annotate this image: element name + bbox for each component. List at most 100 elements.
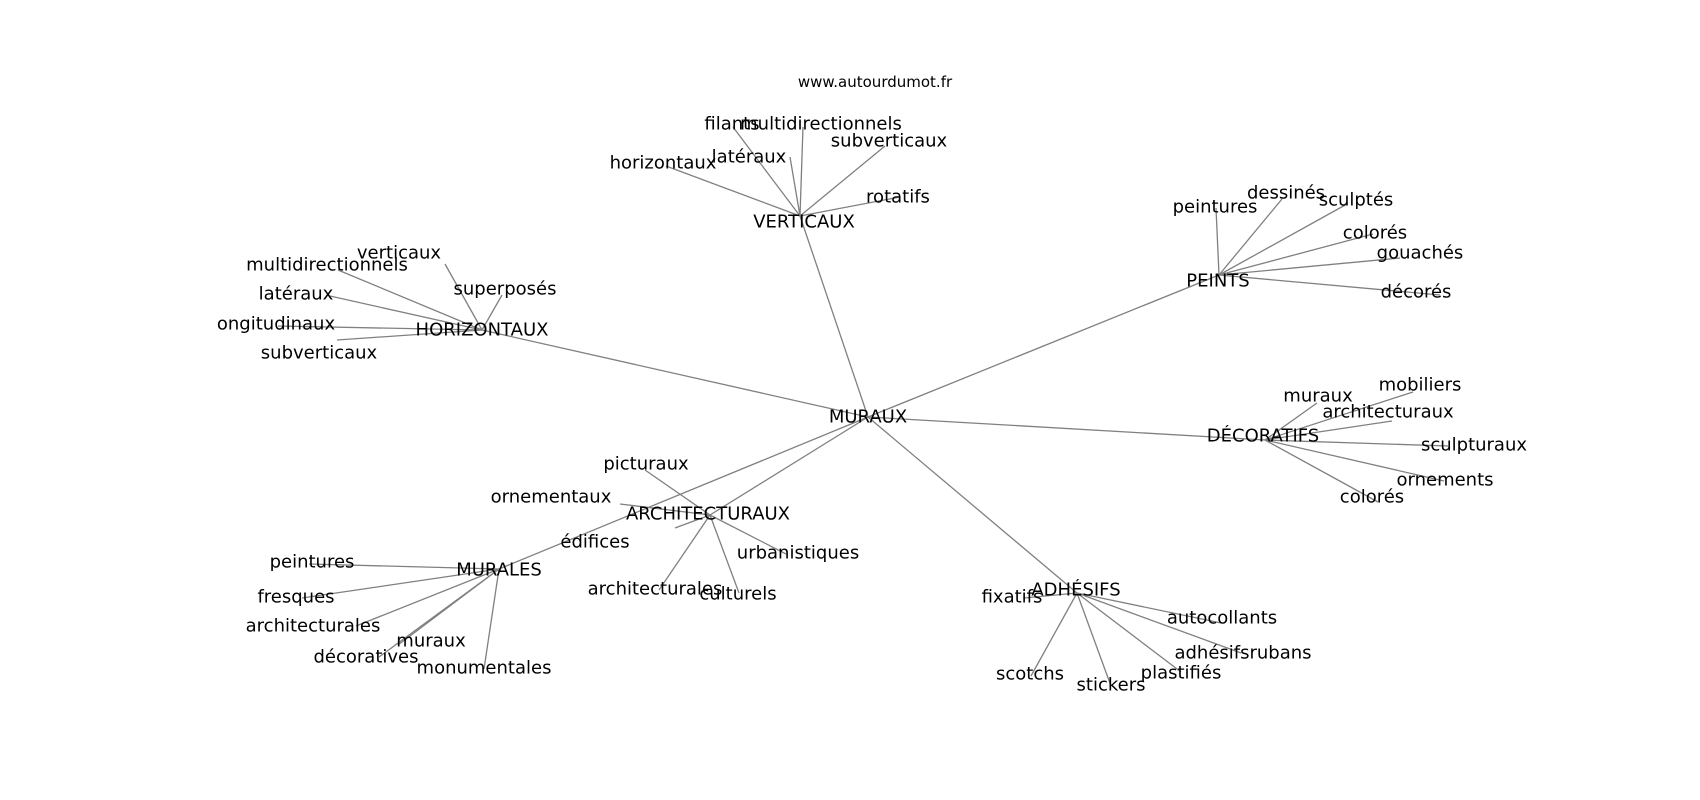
leaf-node-multidirectionnels: multidirectionnels [740,114,902,135]
leaf-node-lateraux: latéraux [259,284,334,305]
edge-root-decoratifs [867,416,1266,441]
edge-adhesifs-autocollants [1076,592,1222,624]
group-node-horizontaux: HORIZONTAUX [416,320,549,341]
source-watermark: www.autourdumot.fr [797,73,953,91]
edge-peints-colores [1218,233,1374,276]
edge-adhesifs-plastifies [1076,592,1182,673]
leaf-node-autocollants: autocollants [1167,608,1277,629]
leaf-node-gouaches: gouachés [1377,243,1464,264]
leaf-node-dessines: dessinés [1247,183,1325,204]
edge-adhesifs-scotchs [1030,592,1078,677]
edge-horizontaux-lateraux [329,295,483,331]
leaf-node-adhesifsrubans: adhésifsrubans [1174,643,1311,664]
edge-architecturaux-culturels [709,514,740,594]
edge-decoratifs-muraux [1264,402,1318,441]
edge-horizontaux-superposes [481,294,503,331]
edge-root-architecturaux [709,416,869,516]
leaf-node-horizontaux: horizontaux [610,153,717,174]
edge-horizontaux-multidirectionnels [337,269,483,331]
leaf-node-ongitudinaux: ongitudinaux [217,314,336,335]
edge-verticaux-multidirectionnels [799,126,804,217]
leaf-node-monumentales: monumentales [417,658,552,679]
leaf-node-verticaux: verticaux [357,243,442,264]
leaf-node-colores: colorés [1340,487,1404,508]
edge-architecturaux-picturaux [644,469,711,516]
leaf-node-lateraux: latéraux [712,147,787,168]
edge-architecturaux-edifices [674,514,711,529]
group-node-architecturaux: ARCHITECTURAUX [626,504,790,525]
leaf-node-fresques: fresques [257,587,334,608]
edge-peints-peintures [1215,207,1220,276]
labels-layer: MURAUXVERTICAUXfilantsmultidirectionnels… [217,114,1528,696]
leaf-node-culturels: culturels [699,584,776,605]
leaf-node-decoratives: décoratives [313,647,418,668]
group-node-verticaux: VERTICAUX [753,212,855,233]
edge-architecturaux-urbanistiques [709,514,787,555]
leaf-node-subverticaux: subverticaux [261,343,378,364]
leaf-node-urbanistiques: urbanistiques [737,543,859,564]
leaf-node-fixatifs: fixatifs [982,587,1043,608]
edge-verticaux-horizontaux [665,165,801,217]
leaf-node-colores: colorés [1343,223,1407,244]
leaf-node-peintures: peintures [1173,197,1258,218]
edge-verticaux-lateraux [789,156,801,217]
edge-horizontaux-ongitudinaux [277,325,483,331]
edge-decoratifs-sculpturaux [1264,439,1449,447]
group-node-decoratifs: DÉCORATIFS [1207,425,1319,447]
edge-peints-dessines [1218,198,1283,276]
leaf-node-architecturaux: architecturaux [1322,402,1454,423]
edge-peints-gouaches [1218,257,1401,276]
edge-verticaux-rotatifs [799,196,901,217]
edge-murales-architecturales [355,568,500,627]
group-node-peints: PEINTS [1186,271,1249,292]
edge-murales-peintures [308,563,500,570]
leaf-node-picturaux: picturaux [603,454,689,475]
leaf-node-architecturales: architecturales [588,579,723,600]
leaf-node-ornementaux: ornementaux [491,487,612,508]
leaf-node-superposes: superposés [454,279,557,300]
leaf-node-sculpturaux: sculpturaux [1421,435,1527,456]
leaf-node-filants: filants [704,114,759,135]
edge-peints-sculptes [1218,203,1348,276]
edge-adhesifs-fixatifs [1023,592,1078,599]
leaf-node-rotatifs: rotatifs [866,187,930,208]
edge-horizontaux-verticaux [444,263,483,331]
leaf-node-mobiliers: mobiliers [1379,375,1462,396]
leaf-node-decores: décorés [1381,282,1452,303]
edge-adhesifs-stickers [1076,592,1112,687]
edge-decoratifs-colores [1264,439,1379,503]
group-node-adhesifs: ADHÉSIFS [1031,579,1120,601]
edge-murales-decoratives [378,568,500,658]
leaf-node-ornements: ornements [1396,470,1493,491]
edge-decoratifs-mobiliers [1264,391,1414,441]
leaf-node-sculptes: sculptés [1319,190,1394,211]
leaf-node-muraux: muraux [1283,386,1353,407]
root-node-label: MURAUX [829,407,907,428]
edge-adhesifs-adhesifsrubans [1076,592,1242,654]
leaf-node-plastifies: plastifiés [1141,663,1222,684]
leaf-node-peintures: peintures [270,552,355,573]
edge-murales-fresques [301,568,500,599]
leaf-node-scotchs: scotchs [996,664,1064,685]
edge-architecturaux-architecturales [658,514,711,591]
edge-root-horizontaux [481,329,869,418]
leaf-node-multidirectionnels: multidirectionnels [246,255,408,276]
edges-layer [277,126,1449,687]
edge-root-peints [867,274,1220,418]
leaf-node-muraux: muraux [396,631,466,652]
edge-architecturaux-ornementaux [619,503,711,516]
edge-verticaux-filants [732,126,801,217]
edge-verticaux-subverticaux [799,145,886,217]
edge-horizontaux-subverticaux [336,329,483,341]
edge-root-adhesifs [867,416,1078,594]
edge-root-verticaux [799,215,869,418]
leaf-node-stickers: stickers [1077,675,1146,696]
edge-peints-decores [1218,274,1441,296]
edge-murales-monumentales [483,568,500,670]
leaf-node-edifices: édifices [560,532,629,553]
leaf-node-architecturales: architecturales [246,616,381,637]
leaf-node-subverticaux: subverticaux [831,131,948,152]
group-node-murales: MURALES [456,560,542,581]
edge-root-murales [498,416,869,570]
